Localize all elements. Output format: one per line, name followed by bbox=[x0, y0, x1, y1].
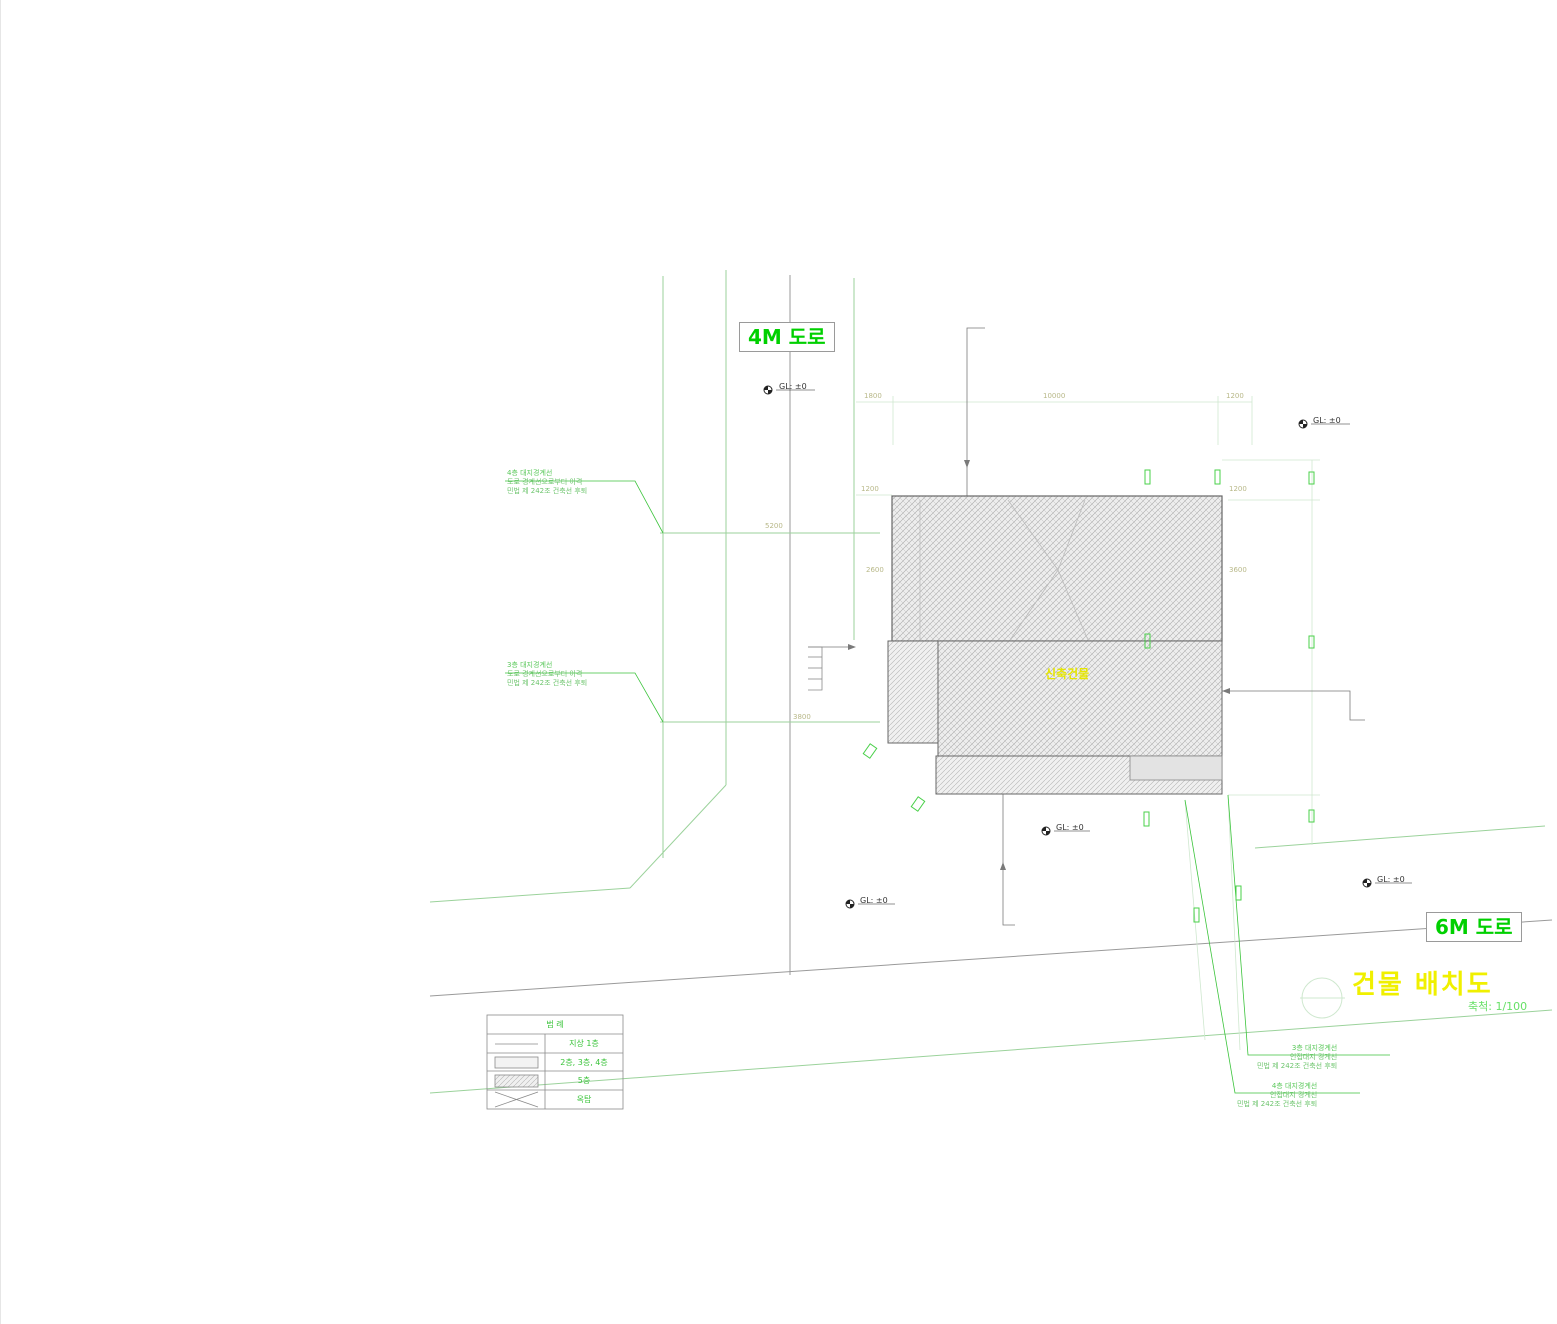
level-symbol-5 bbox=[1362, 878, 1372, 888]
note-line: 민법 제 242조 건축선 후퇴 bbox=[1257, 1062, 1338, 1070]
setback-note-4: 4층 대지경계선 인접대지 경계선 민법 제 242조 건축선 후퇴 bbox=[1237, 1082, 1317, 1109]
setback-note-1: 4층 대지경계선 도로 경계선으로부터 이격 민법 제 242조 건축선 후퇴 bbox=[507, 469, 587, 496]
boundary-line-7 bbox=[1254, 825, 1546, 849]
ground-level-label: GL: ±0 bbox=[1377, 875, 1405, 884]
road-label-north: 4M 도로 bbox=[739, 322, 835, 352]
dimension-label: 3800 bbox=[793, 713, 811, 721]
legend-row-3: 5층 bbox=[577, 1076, 591, 1085]
ground-level-label: GL: ±0 bbox=[779, 382, 807, 391]
level-symbol-2 bbox=[1298, 419, 1308, 429]
legend-row-1: 지상 1층 bbox=[569, 1039, 599, 1048]
ground-level-label: GL: ±0 bbox=[860, 896, 888, 905]
setback-note-2: 3층 대지경계선 도로 경계선으로부터 이격 민법 제 242조 건축선 후퇴 bbox=[507, 661, 587, 688]
canvas-edge bbox=[0, 0, 1, 1324]
drawing-title: 건물 배치도 bbox=[1352, 970, 1493, 1000]
dim-markers bbox=[862, 469, 1315, 923]
note-line: 민법 제 242조 건축선 후퇴 bbox=[507, 487, 588, 495]
dimension-label: 5200 bbox=[765, 522, 783, 530]
legend-row-2: 2층, 3층, 4층 bbox=[560, 1058, 608, 1067]
dimension-label: 3600 bbox=[1229, 566, 1247, 574]
section-mark bbox=[1300, 977, 1345, 1019]
dimension-label: 10000 bbox=[1043, 392, 1066, 400]
dimension-label: 1800 bbox=[864, 392, 882, 400]
boundary-line-4 bbox=[429, 887, 631, 903]
note-title: 4층 대지경계선 bbox=[507, 469, 553, 477]
building-footprint bbox=[887, 495, 1223, 795]
boundary-line-5 bbox=[629, 784, 727, 889]
legend-table bbox=[486, 1014, 624, 1110]
setback-note-3: 3층 대지경계선 인접대지 경계선 민법 제 242조 건축선 후퇴 bbox=[1257, 1044, 1337, 1071]
note-line: 민법 제 242조 건축선 후퇴 bbox=[1237, 1100, 1318, 1108]
dimension-label: 1200 bbox=[861, 485, 879, 493]
legend-row-4: 옥탑 bbox=[576, 1095, 592, 1104]
level-symbols bbox=[763, 385, 1372, 909]
note-leaders bbox=[505, 480, 1390, 1094]
building-label: 신축건물 bbox=[1045, 667, 1090, 681]
boundary-line-6 bbox=[429, 1009, 1553, 1094]
note-title: 4층 대지경계선 bbox=[1271, 1082, 1318, 1090]
level-symbol-1 bbox=[763, 385, 773, 395]
drawing-scale: 축척: 1/100 bbox=[1468, 1000, 1528, 1013]
boundary-lines bbox=[429, 270, 1553, 1094]
arrow-heads bbox=[848, 460, 1230, 870]
note-title: 3층 대지경계선 bbox=[1291, 1044, 1338, 1052]
note-line: 인접대지 경계선 bbox=[1289, 1053, 1338, 1061]
note-line: 도로 경계선으로부터 이격 bbox=[507, 478, 583, 486]
road-label-south: 6M 도로 bbox=[1426, 912, 1522, 942]
ground-level-label: GL: ±0 bbox=[1056, 823, 1084, 832]
dimension-lines bbox=[856, 396, 1320, 1051]
dimension-label: 1200 bbox=[1226, 392, 1244, 400]
note-line: 인접대지 경계선 bbox=[1269, 1091, 1318, 1099]
level-symbol-4 bbox=[845, 899, 855, 909]
dimension-label: 2600 bbox=[866, 566, 884, 574]
level-symbol-3 bbox=[1041, 826, 1051, 836]
note-line: 민법 제 242조 건축선 후퇴 bbox=[507, 679, 588, 687]
entry-steps bbox=[808, 646, 823, 691]
note-line: 도로 경계선으로부터 이격 bbox=[507, 670, 583, 678]
legend-header: 범 례 bbox=[546, 1020, 564, 1029]
ground-level-label: GL: ±0 bbox=[1313, 416, 1341, 425]
note-title: 3층 대지경계선 bbox=[507, 661, 553, 669]
road-edge-south bbox=[429, 919, 1553, 997]
dimension-label: 1200 bbox=[1229, 485, 1247, 493]
